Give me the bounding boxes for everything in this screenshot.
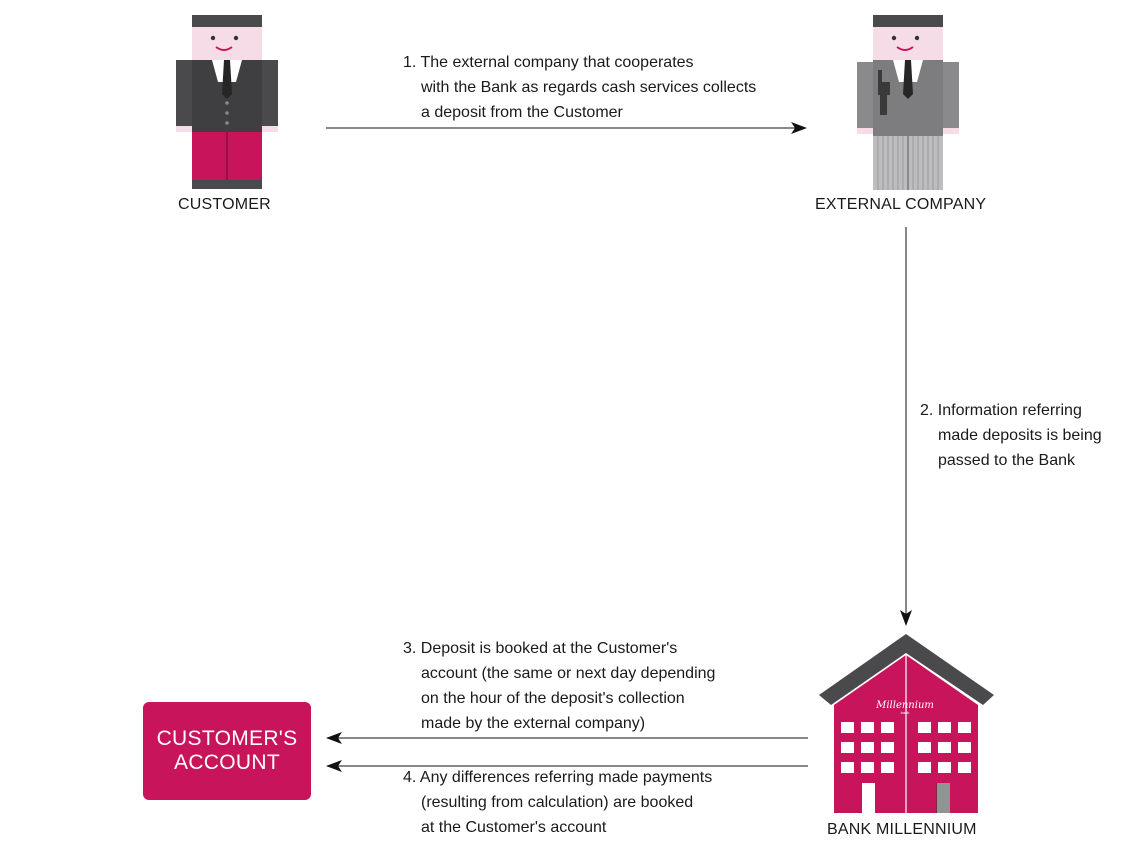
step-4-line: at the Customer's account [421,819,607,836]
account-box-line2: ACCOUNT [174,751,280,774]
step-1-line: with the Bank as regards cash services c… [421,79,757,96]
step-3-line: account (the same or next day depending [421,665,716,682]
step-2-text: 2. Information referring made deposits i… [920,398,1102,473]
step-3-text: 3. Deposit is booked at the Customer's a… [403,636,715,736]
bank-label: BANK MILLENNIUM [827,821,977,838]
step-3-line: 3. Deposit is booked at the Customer's [403,640,678,657]
bank-sign-text: Millennium [875,700,934,711]
step-4-text: 4. Any differences referring made paymen… [403,765,712,840]
account-box-line1: CUSTOMER'S [156,727,298,750]
step-1-line: a deposit from the Customer [421,104,623,121]
step-3-line: on the hour of the deposit's collection [421,690,685,707]
step-4-line: (resulting from calculation) are booked [421,794,694,811]
step-1-line: 1. The external company that cooperates [403,54,694,71]
step-4-line: 4. Any differences referring made paymen… [403,769,713,786]
bank-building-icon: Millennium bank [819,634,994,813]
step-3-line: made by the external company) [421,715,646,732]
step-1-text: 1. The external company that cooperates … [403,50,756,125]
step-2-line: passed to the Bank [938,452,1075,469]
customer-account-box: CUSTOMER'S ACCOUNT [143,702,311,800]
step-2-line: made deposits is being [938,427,1102,444]
customer-label: CUSTOMER [178,196,271,213]
step-2-line: 2. Information referring [920,402,1082,419]
customer-figure-icon [176,15,278,189]
external-company-label: EXTERNAL COMPANY [815,196,987,213]
external-company-figure-icon [857,15,959,190]
bank-sign-small-text: bank [901,710,910,715]
